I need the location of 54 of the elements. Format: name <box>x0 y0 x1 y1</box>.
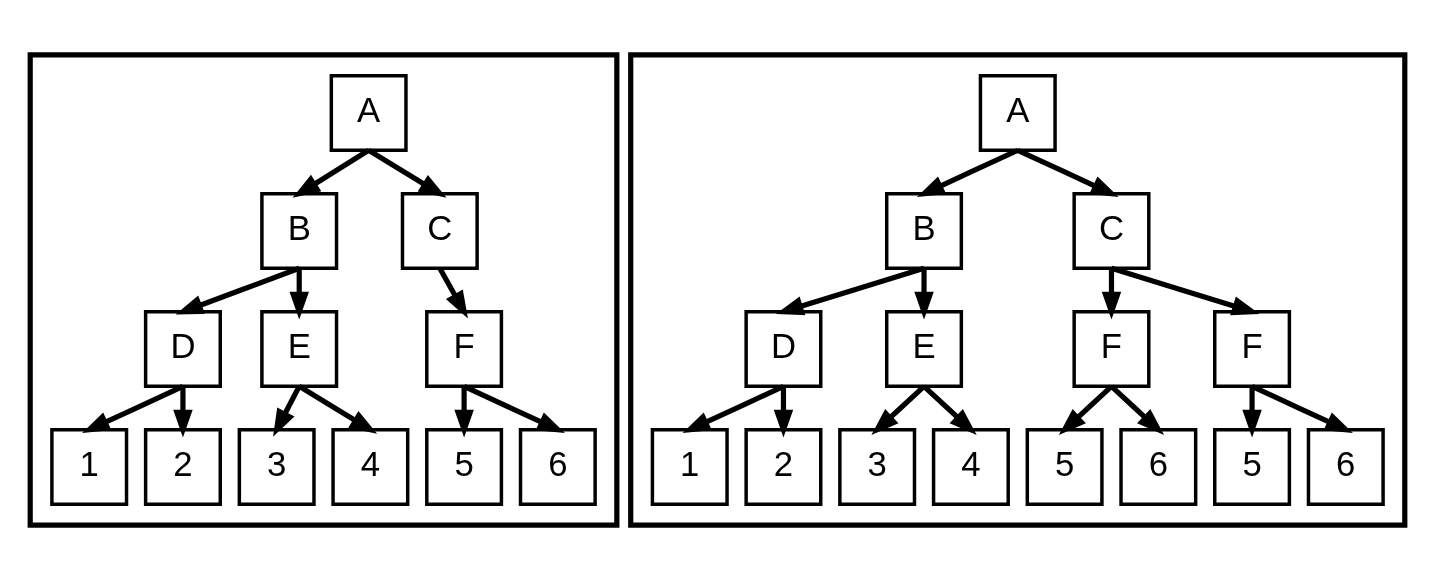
arrow <box>173 386 193 438</box>
node-box: D <box>744 309 823 389</box>
node-box: 6 <box>518 428 597 507</box>
arrow <box>289 268 309 320</box>
arrow <box>367 148 447 198</box>
node-box: E <box>885 309 964 389</box>
node-box: E <box>260 309 339 389</box>
node-box: F <box>1072 309 1151 389</box>
arrow <box>682 383 785 434</box>
node-box: 3 <box>838 428 917 507</box>
arrow <box>273 385 302 437</box>
node-box: F <box>1213 309 1292 389</box>
arrow <box>914 268 934 320</box>
arrow <box>437 267 468 319</box>
arrow <box>1110 265 1260 316</box>
node-box: 6 <box>1119 428 1198 507</box>
arrow <box>454 386 474 438</box>
cluster <box>27 52 620 528</box>
arrow <box>1109 384 1165 436</box>
arrow <box>871 384 926 436</box>
arrow <box>773 386 794 438</box>
arrow <box>1242 386 1262 438</box>
node-box: 4 <box>331 428 410 507</box>
node-box: 4 <box>931 428 1010 507</box>
node-box: A <box>978 73 1057 152</box>
node-box: C <box>400 191 479 271</box>
node-box: 3 <box>237 428 316 507</box>
arrow <box>82 383 185 434</box>
arrow <box>175 265 301 315</box>
arrow <box>1250 383 1353 434</box>
node-box: 5 <box>425 428 504 507</box>
node-box: B <box>260 191 339 271</box>
node-box: 2 <box>143 428 222 507</box>
cluster <box>628 52 1408 528</box>
node-box: 5 <box>1025 428 1104 507</box>
node-box: D <box>143 309 222 389</box>
arrow <box>463 383 565 434</box>
arrow <box>922 384 977 436</box>
arrow <box>1016 147 1119 197</box>
node-box: 2 <box>744 428 823 507</box>
node-box: F <box>425 309 504 389</box>
node-box: 5 <box>1213 428 1292 507</box>
node-box: C <box>1072 191 1151 271</box>
node-box: 6 <box>1306 428 1385 507</box>
node-box: B <box>885 191 964 271</box>
node-box: A <box>329 73 408 152</box>
node-box: 1 <box>50 428 129 507</box>
arrow <box>1058 384 1114 436</box>
arrow <box>292 148 371 198</box>
arrow <box>1101 268 1122 320</box>
node-box: 1 <box>650 428 729 507</box>
arrow <box>916 147 1019 197</box>
arrow <box>297 384 378 434</box>
arrow <box>775 265 925 316</box>
